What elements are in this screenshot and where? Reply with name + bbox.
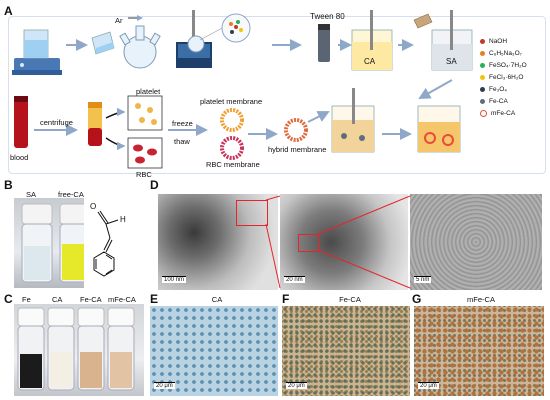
vial-freeca-label: free-CA xyxy=(58,190,84,199)
structure-o-label: O xyxy=(90,202,97,211)
panel-label-c: C xyxy=(4,292,13,306)
nanoparticle-zoom-bubble xyxy=(199,13,251,43)
beaker-feca-icon xyxy=(331,88,375,153)
fe3o4-dot-icon xyxy=(480,87,485,92)
naoh-dot-icon xyxy=(480,39,485,44)
panel-a-frame xyxy=(8,16,546,174)
beaker-sa-icon xyxy=(413,10,473,71)
thaw-label: thaw xyxy=(174,137,190,146)
panel-label-b: B xyxy=(4,178,13,192)
rbc-membrane-label: RBC membrane xyxy=(206,160,260,169)
panel-a-schematic xyxy=(12,10,473,169)
tem-scale-2: 20 nm xyxy=(284,276,305,283)
ca-beaker-label: CA xyxy=(364,57,376,66)
legend-item-citrate: C₆H₅Na₃O₇ xyxy=(480,50,522,57)
legend-item-feso4: FeSO₄·7H₂O xyxy=(480,62,527,69)
freeze-label: freeze xyxy=(172,119,193,128)
rbc-cells-icon xyxy=(133,144,157,164)
tem-mid-mag-image: 20 nm xyxy=(280,194,408,290)
platelet-box xyxy=(127,95,163,131)
platelet-cells-icon xyxy=(135,103,157,125)
tem-high-mag-image: 5 nm xyxy=(410,194,542,290)
rbc-membrane-icon xyxy=(220,136,244,160)
structure-h-label: H xyxy=(120,215,126,224)
centrifuge-label: centrifuge xyxy=(40,118,73,127)
beaker-mfeca-icon xyxy=(417,105,461,153)
panel-label-g: G xyxy=(412,292,422,306)
legend-item-fecl3: FeCl₃·6H₂O xyxy=(480,74,523,81)
legend-item-naoh: NaOH xyxy=(480,38,507,45)
zoom-box-2 xyxy=(298,234,320,252)
citrate-dot-icon xyxy=(480,51,485,56)
hotplate-stirrer-icon xyxy=(12,29,62,75)
platelet-membrane-icon xyxy=(220,108,244,132)
vial-mfeca-label: mFe-CA xyxy=(108,295,136,304)
panel-g-title: mFe-CA xyxy=(467,295,495,304)
panel-label-f: F xyxy=(282,292,290,306)
rbc-label: RBC xyxy=(136,170,152,179)
hybrid-membrane-label: hybrid membrane xyxy=(268,145,327,154)
tem-scale-3: 5 nm xyxy=(414,276,432,283)
micrograph-feca: 20 μm xyxy=(282,306,410,396)
three-neck-flask-icon xyxy=(119,25,161,69)
feso4-dot-icon xyxy=(480,63,485,68)
zoom-box-1 xyxy=(236,200,268,226)
sa-beaker-label: SA xyxy=(446,57,457,66)
legend-item-fe3o4: Fe₃O₄ xyxy=(480,86,507,93)
vial-feca-label: Fe-CA xyxy=(80,295,102,304)
panel-f-scale: 20 μm xyxy=(286,382,307,389)
rbc-box xyxy=(127,137,163,169)
panel-label-e: E xyxy=(150,292,159,306)
beaker-ca-icon xyxy=(351,10,393,71)
vial-sa-label: SA xyxy=(26,190,37,199)
cinnamaldehyde-structure: O H xyxy=(84,198,144,288)
ar-label: Ar xyxy=(115,16,123,25)
platelet-membrane-label: platelet membrane xyxy=(200,97,263,106)
panel-e-title: CA xyxy=(211,295,223,304)
feca-dot-icon xyxy=(480,99,485,104)
legend-item-feca: Fe-CA xyxy=(480,98,508,105)
tween-label: Tween 80 xyxy=(310,12,345,21)
reaction-apparatus-icon xyxy=(176,10,212,68)
tem-low-mag-image: 100 nm xyxy=(158,194,278,290)
blood-label: blood xyxy=(10,153,29,162)
platelet-label: platelet xyxy=(136,87,161,96)
micrograph-mfeca: 20 μm xyxy=(414,306,544,396)
panel-e-scale: 20 μm xyxy=(154,382,175,389)
fecl3-dot-icon xyxy=(480,75,485,80)
panel-c-photo xyxy=(14,304,144,396)
tube-tween-icon xyxy=(318,24,330,62)
panel-label-a: A xyxy=(4,4,13,18)
centrifuged-tube-icon xyxy=(88,102,102,146)
vial-ca-label: CA xyxy=(52,295,63,304)
panel-label-d: D xyxy=(150,178,159,192)
blood-tube-icon xyxy=(14,96,28,148)
micrograph-ca: 20 μm xyxy=(150,306,278,396)
tem-scale-1: 100 nm xyxy=(162,276,187,283)
vial-fe-label: Fe xyxy=(22,295,31,304)
hybrid-membrane-icon xyxy=(284,118,308,142)
panel-f-title: Fe-CA xyxy=(339,295,361,304)
pouring-beaker-icon xyxy=(91,31,115,55)
mfeca-dot-icon xyxy=(480,110,487,117)
legend-item-mfeca: mFe-CA xyxy=(480,110,515,117)
panel-g-scale: 20 μm xyxy=(418,382,439,389)
